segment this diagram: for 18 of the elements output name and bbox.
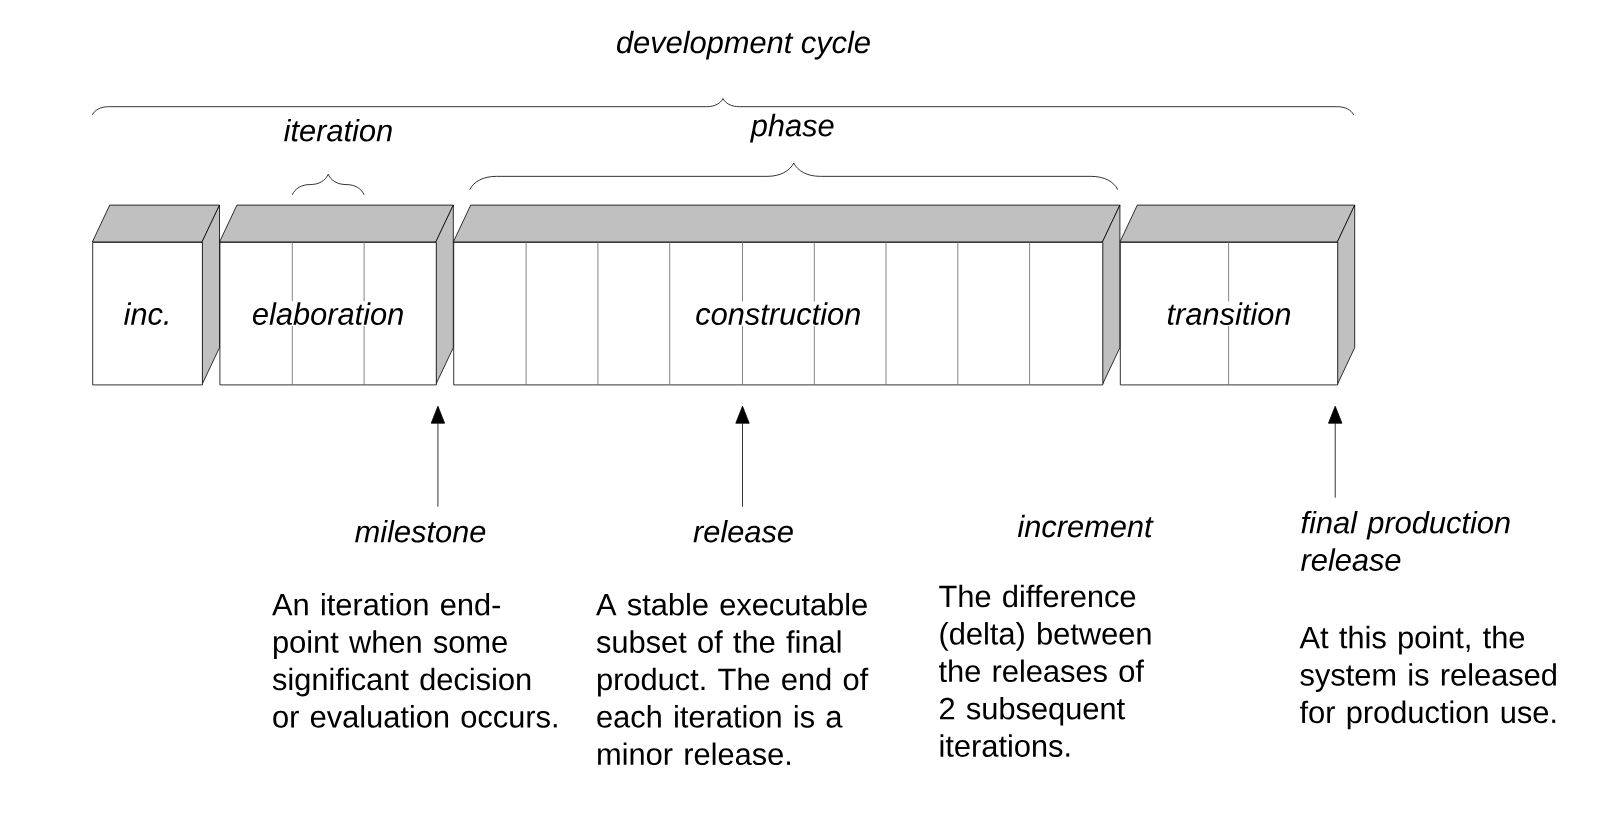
term-label: iteration (284, 118, 392, 142)
description-text: A stable executable subset of the final product. The end of each iteration is a minor release. (596, 592, 869, 766)
phase-block: construction (452, 204, 1121, 386)
term-label: milestone (355, 519, 486, 543)
arrow (430, 405, 445, 508)
arrow (735, 405, 750, 508)
term-label: release (693, 519, 793, 543)
arrow (1328, 405, 1343, 499)
term-label: phase (750, 113, 834, 143)
phase-block: elaboration (219, 204, 454, 386)
term-label: increment (1017, 514, 1154, 538)
description-text: At this point, the system is released for production use. (1299, 625, 1556, 730)
description-text: An iteration end-point when some significant decision or evaluation occurs. (272, 592, 557, 728)
phase-block: inc. (91, 204, 220, 386)
phase-block: transition (1119, 204, 1356, 386)
term-label: final production release (1301, 510, 1510, 571)
term-label: development cycle (617, 30, 870, 60)
description-text: The difference (delta) between the releases of 2 subsequent iterations. (939, 584, 1151, 757)
